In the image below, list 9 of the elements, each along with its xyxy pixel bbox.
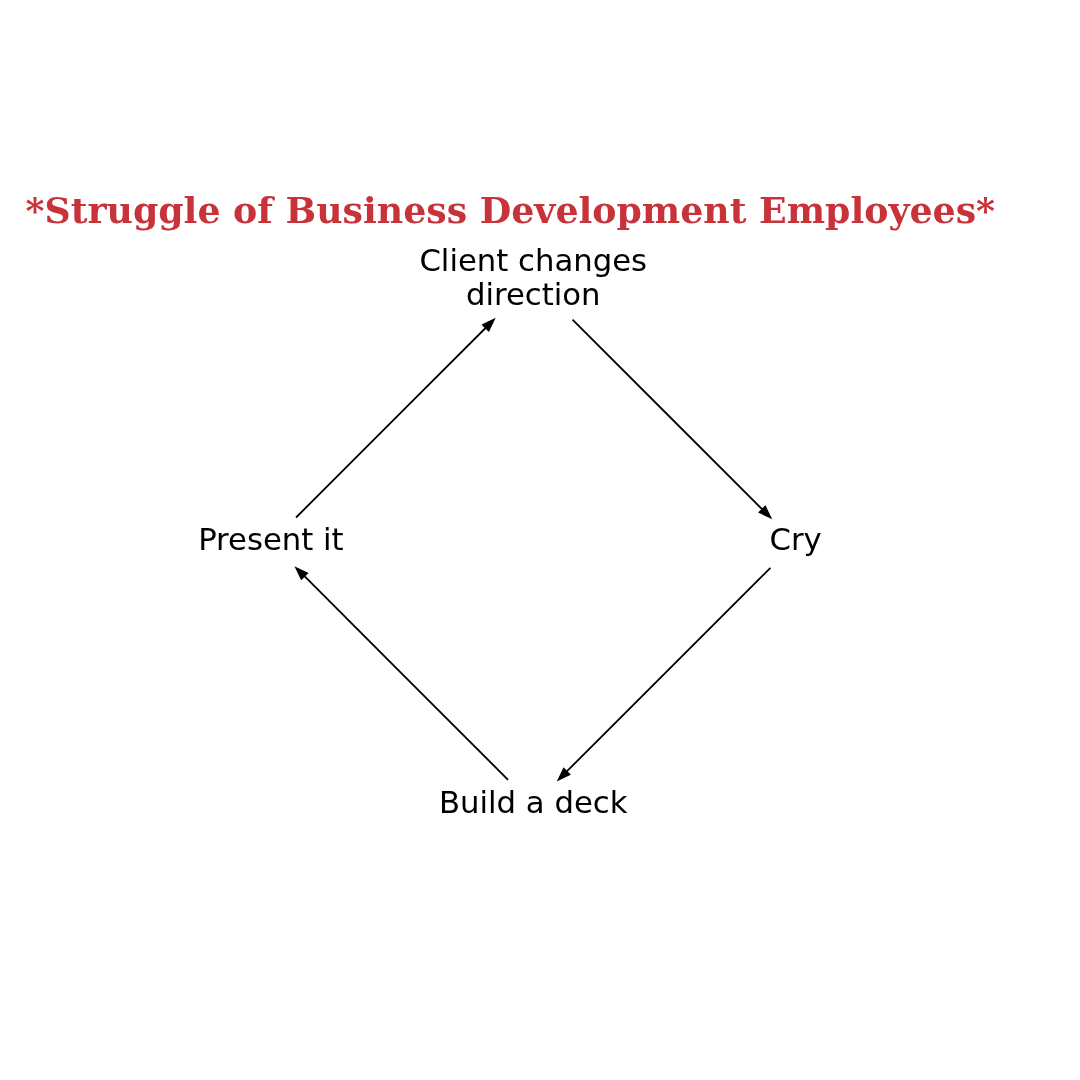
- node-text: Cry: [769, 521, 822, 558]
- arrow: [571, 318, 773, 520]
- arrow: [556, 566, 772, 782]
- node-text: Client changes direction: [419, 242, 648, 312]
- arrow: [294, 566, 509, 781]
- diagram-title: *Struggle of Business Development Employees*: [25, 188, 996, 232]
- node-text: Present it: [198, 521, 344, 558]
- arrow: [295, 317, 496, 519]
- node-text: Build a deck: [439, 783, 628, 820]
